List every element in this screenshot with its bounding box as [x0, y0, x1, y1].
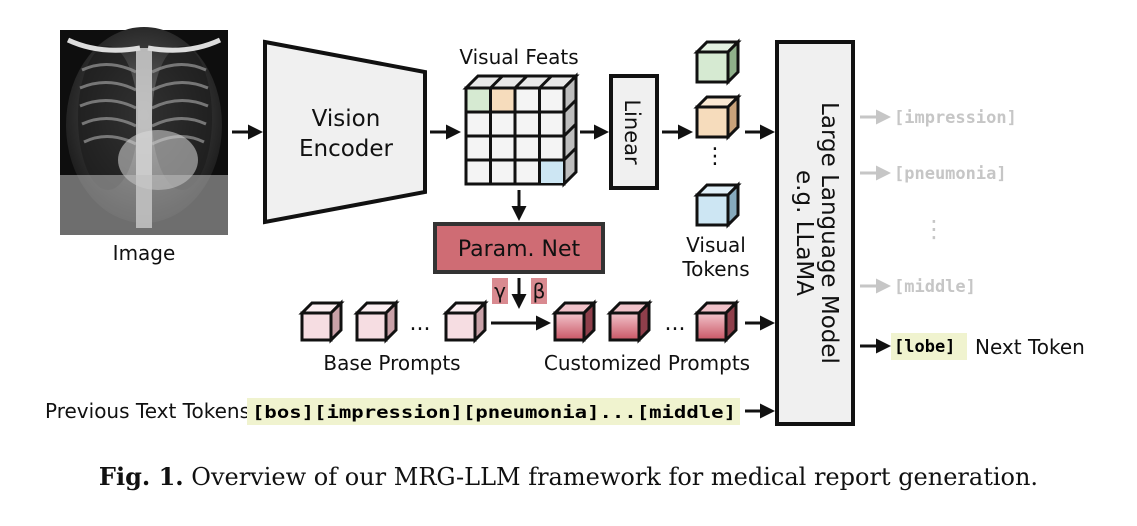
token-sequence: [bos][impression][pneumonia]...[middle] — [252, 403, 736, 423]
output-token: [pneumonia] — [894, 164, 1007, 184]
vision-encoder-block — [263, 39, 427, 225]
base-prompt-cube — [442, 299, 489, 344]
visual-token-cube-green — [693, 38, 742, 86]
previous-text-tokens-label: Previous Text Tokens — [45, 399, 250, 423]
param-net-block — [433, 222, 605, 274]
llm-block — [775, 40, 855, 426]
next-token-highlight — [891, 333, 967, 360]
customized-prompt-cube — [693, 299, 740, 344]
figure-caption: Fig. 1. Overview of our MRG-LLM framewor… — [0, 462, 1137, 491]
output-ellipsis: ⋮ — [922, 215, 946, 243]
llm-label-line1: Large Language Model — [816, 102, 842, 364]
next-token-value: [lobe] — [894, 337, 955, 357]
framework-diagram: Image Vision Encoder Visual Feats — [45, 27, 1085, 426]
next-token-label: Next Token — [975, 335, 1085, 359]
visual-feats-label: Visual Feats — [459, 45, 578, 69]
gamma-label: γ — [494, 279, 506, 303]
chest-xray-image — [60, 27, 228, 235]
caption-text: Overview of our MRG-LLM framework for me… — [191, 463, 1039, 491]
gamma-box — [492, 278, 508, 304]
customized-prompts-ellipsis: ... — [665, 311, 686, 336]
customized-prompts-label: Customized Prompts — [544, 351, 750, 375]
output-token: [middle] — [894, 277, 976, 297]
visual-tokens-label-line1: Visual — [686, 233, 746, 257]
customized-prompt-cube — [606, 299, 653, 344]
llm-label-line2: e.g. LLaMA — [791, 170, 817, 296]
output-token: [impression] — [894, 108, 1017, 128]
beta-box — [531, 278, 547, 304]
linear-label: Linear — [620, 99, 644, 165]
base-prompt-cube — [353, 299, 400, 344]
visual-tokens-label-line2: Tokens — [681, 257, 749, 281]
base-prompts-label: Base Prompts — [323, 351, 460, 375]
visual-tokens-ellipsis: ⋮ — [704, 144, 726, 169]
customized-prompt-cube — [551, 299, 598, 344]
visual-feats-grid — [462, 72, 580, 188]
beta-label: β — [533, 279, 546, 303]
vision-encoder-label-line2: Encoder — [299, 136, 394, 162]
linear-block — [609, 74, 659, 190]
token-sequence-highlight — [247, 398, 740, 425]
visual-token-cube-blue — [693, 181, 742, 229]
base-prompts-ellipsis: ... — [410, 311, 431, 336]
base-prompt-cube — [298, 299, 345, 344]
image-label: Image — [113, 241, 176, 265]
visual-token-cube-orange — [693, 93, 742, 141]
caption-prefix: Fig. 1. — [98, 462, 184, 491]
vision-encoder-label-line1: Vision — [312, 106, 381, 132]
param-net-label: Param. Net — [458, 237, 581, 262]
